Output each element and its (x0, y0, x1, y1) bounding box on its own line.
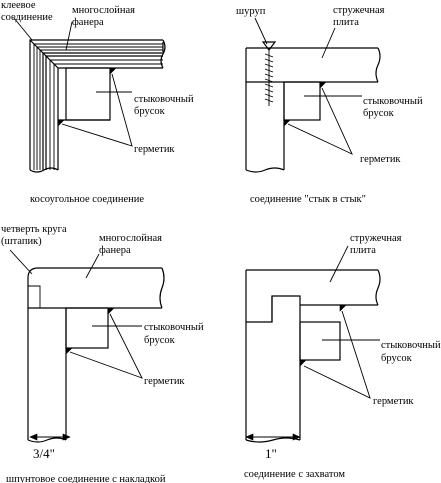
sealant-beads (299, 304, 347, 367)
label-joint-block-line-2: брусок (134, 106, 166, 117)
label-sealant: герметик (373, 396, 414, 407)
label-screw: шуруп (236, 6, 266, 17)
sealant-beads (65, 307, 115, 355)
leader-particleboard (321, 27, 336, 59)
sealant-beads (57, 67, 117, 127)
leader-sealant (303, 310, 371, 399)
dimension-label: 3/4" (33, 446, 55, 461)
label-joint-block-line-1: стыковочный (144, 322, 204, 333)
joint-block (65, 307, 109, 349)
label-joint-block-line-2: брусок (144, 335, 176, 346)
leader-particleboard (329, 245, 349, 283)
leader-glued-joint (13, 17, 33, 41)
dimension-arrow (29, 433, 71, 441)
label-joint-block-line-1: стыковочный (134, 94, 194, 105)
leader-screw (254, 17, 268, 45)
sealant-beads (283, 81, 327, 127)
label-joint-block-line-2: брусок (363, 108, 395, 119)
caption-mitre-joint: косоугольное соединение (30, 194, 144, 205)
leader-plywood (65, 21, 73, 51)
joint-block (299, 321, 341, 361)
leader-sealant (61, 73, 133, 147)
caption-rabbet-joint: шпунтовое соединение с накладкой (6, 474, 166, 483)
leader-sealant (287, 87, 353, 155)
label-plywood-line-1: многослойная (99, 233, 162, 244)
label-particleboard-line-2: плита (350, 245, 376, 256)
label-joint-block-line-2: брусок (381, 353, 413, 364)
caption-butt-joint: соединение "стык в стык" (250, 194, 366, 205)
label-glued-joint-line-2: соединение (1, 12, 53, 23)
label-plywood-line-2: фанера (72, 17, 104, 28)
dimension-arrow (245, 433, 301, 441)
caption-lap-joint: соединение с захватом (244, 469, 345, 480)
label-particleboard-line-2: плита (333, 17, 359, 28)
label-plywood-line-2: фанера (99, 245, 131, 256)
label-particleboard-line-1: стружечная (350, 233, 402, 244)
leader-plywood (85, 253, 100, 279)
plywood-frame-drawing (29, 39, 166, 173)
dimension-label: 1" (265, 446, 277, 461)
label-joint-block-line-1: стыковочный (381, 340, 441, 351)
label-particleboard-line-1: стружечная (333, 5, 385, 16)
joint-block (58, 67, 111, 121)
joint-block (283, 81, 321, 121)
label-glued-joint-line-1: клеевое (1, 0, 36, 11)
leader-quarter-round (9, 249, 33, 275)
panel-rabbet-joint: четверть круга (штапик) многослойная фан… (1, 224, 204, 483)
label-plywood-line-1: многослойная (72, 5, 135, 16)
label-sealant: герметик (134, 144, 175, 155)
panel-lap-joint: стружечная плита стыковочный брусок герм… (244, 233, 441, 480)
label-sealant: герметик (360, 154, 401, 165)
label-sealant: герметик (144, 376, 185, 387)
plywood-drawing (27, 267, 165, 443)
panel-butt-joint: шуруп стружечная плита стыковочный брусо… (236, 5, 423, 205)
leader-sealant (69, 313, 143, 379)
panel-mitre-joint: клеевое соединение многослойная фанера с… (1, 0, 194, 205)
screw (261, 41, 277, 106)
label-quarter-round-line-1: четверть круга (1, 224, 67, 235)
particleboard-drawing (245, 269, 381, 443)
label-joint-block-line-1: стыковочный (363, 96, 423, 107)
label-quarter-round-line-2: (штапик) (1, 236, 42, 247)
